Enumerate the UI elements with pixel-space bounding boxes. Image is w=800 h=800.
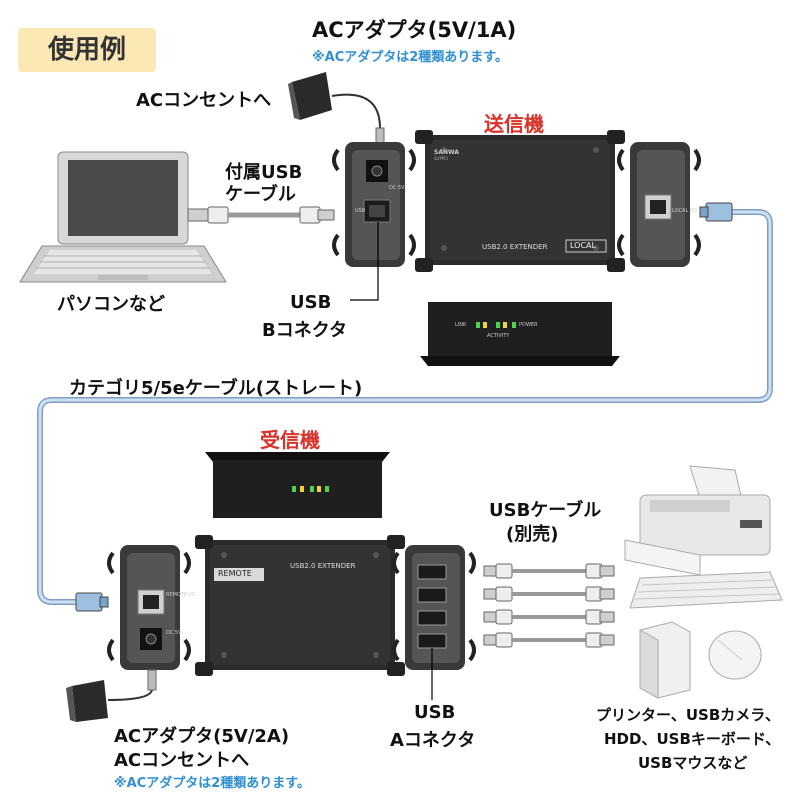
- adapter-top-label: ACアダプタ(5V/1A): [312, 18, 517, 42]
- receiver-badge: REMOTE: [218, 569, 252, 578]
- adapter-bottom-label: ACアダプタ(5V/2A): [114, 726, 290, 747]
- brand-sub-top: SUPPLY: [434, 156, 449, 161]
- side-usb-label-top: USB: [355, 208, 366, 214]
- usb-cable-top-label-2: ケーブル: [225, 184, 296, 205]
- ac-adapter-top-icon: [288, 72, 385, 154]
- receiver-unit-icon: [195, 535, 405, 676]
- led-link-label: LINK: [455, 322, 467, 328]
- devices-label-1: プリンター、USBカメラ、: [596, 706, 780, 724]
- bconnector-leader: [350, 222, 379, 301]
- bconnector-label-1: USB: [290, 292, 332, 313]
- rj45-plug-bottom-icon: [75, 592, 109, 612]
- brand-logo-top: SANWA: [434, 149, 459, 156]
- led-power-label: POWER: [519, 322, 538, 328]
- aconnector-label-2: Aコネクタ: [390, 730, 476, 751]
- adapter-top-note: ※ACアダプタは2種類あります。: [312, 50, 508, 65]
- usb-cable-top-label-1: 付属USB: [225, 162, 303, 183]
- side-dc-label-bottom: DC 5V: [166, 630, 182, 636]
- ac-adapter-bottom-icon: [66, 669, 157, 722]
- side-dc-label-top: DC 5V: [389, 185, 405, 191]
- keyboard-icon: [629, 571, 783, 609]
- receiver-usb-panel: [392, 545, 476, 670]
- printer-icon: [624, 465, 771, 576]
- receiver-front-icon: [205, 452, 390, 518]
- aconnector-label-1: USB: [414, 702, 456, 723]
- hdd-icon: [639, 621, 691, 699]
- pc-label: パソコンなど: [57, 294, 165, 315]
- cat-cable-label: カテゴリ5/5eケーブル(ストレート): [69, 378, 363, 399]
- rj45-plug-top-icon: [699, 202, 733, 222]
- sender-side-panel-right: [617, 142, 701, 267]
- devices-label-3: USBマウスなど: [638, 754, 748, 772]
- mouse-icon: [708, 630, 762, 680]
- side-remote-label: REMOTE I/O: [166, 592, 196, 598]
- laptop-icon: [19, 151, 227, 283]
- receiver-label: 受信機: [260, 428, 320, 452]
- sender-label: 送信機: [484, 112, 544, 136]
- devices-label-2: HDD、USBキーボード、: [604, 730, 781, 748]
- usb-cable-bottom-label-1: USBケーブル: [489, 500, 602, 521]
- receiver-panel-text: USB2.0 EXTENDER: [290, 562, 356, 570]
- sender-side-panel-left: [332, 142, 416, 267]
- led-activity-label: ACTIVITY: [487, 333, 510, 339]
- usb-cable-bottom-label-2: (別売): [506, 524, 559, 545]
- sender-badge: LOCAL: [570, 241, 596, 250]
- usb-cables-bottom-icon: [482, 563, 616, 649]
- section-title-badge: 使用例: [18, 28, 156, 72]
- sender-front-icon: [420, 302, 620, 366]
- adapter-bottom-note: ※ACアダプタは2種類あります。: [114, 776, 310, 791]
- receiver-side-panel-left: [107, 545, 191, 670]
- bconnector-label-2: Bコネクタ: [262, 320, 347, 341]
- sender-panel-text: USB2.0 EXTENDER: [482, 243, 548, 251]
- usb-cable-top-icon: [187, 206, 335, 224]
- sender-unit-icon: [415, 130, 625, 272]
- outlet-bottom-label: ACコンセントへ: [114, 750, 250, 771]
- outlet-top-label: ACコンセントへ: [136, 90, 272, 111]
- side-local-label-top: LOCAL I/O: [672, 208, 697, 214]
